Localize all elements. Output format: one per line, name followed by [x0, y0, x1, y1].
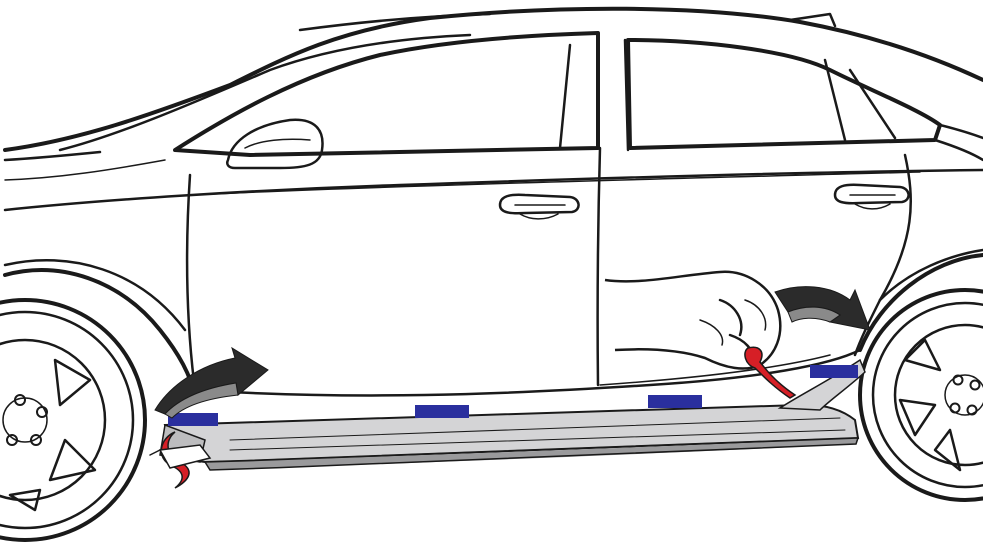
- front-door-handle: [500, 195, 579, 219]
- car-body: [5, 9, 983, 396]
- rear-door-handle: [835, 185, 909, 209]
- tape-pad-4: [810, 365, 858, 378]
- rear-wheel: [860, 290, 983, 500]
- tape-pad-2: [415, 405, 469, 418]
- rear-arrow: [775, 287, 870, 330]
- side-skirt: [160, 360, 865, 470]
- hand-pulling-liner: [605, 272, 795, 398]
- front-arrow: [155, 348, 268, 418]
- tape-pad-3: [648, 395, 702, 408]
- front-wheel: [0, 300, 145, 540]
